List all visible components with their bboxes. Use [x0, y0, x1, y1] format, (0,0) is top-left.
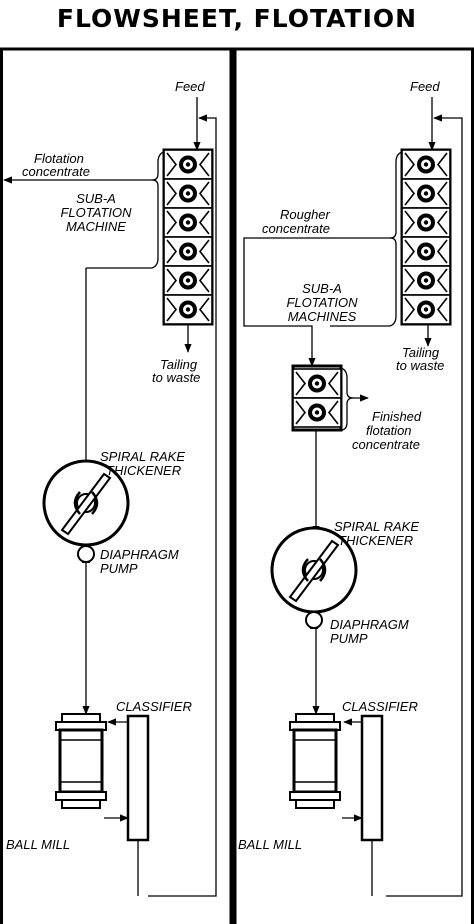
left-concentrate-label-line2: concentrate	[22, 164, 90, 179]
right-thickener	[270, 526, 358, 614]
right-machines-label-line2: FLOTATION	[286, 295, 358, 310]
right-machines-label-line1: SUB-A	[302, 281, 342, 296]
left-concentrate-label-line1: Flotation	[34, 151, 84, 166]
right-cleaner-machine	[291, 364, 343, 432]
right-tailing-label-line1: Tailing	[402, 345, 440, 360]
left-thickener-label-line2: THICKENER	[106, 463, 182, 478]
left-diaphragm-pump	[77, 545, 95, 563]
right-ball-mill	[289, 713, 341, 809]
right-finished-label-line3: concentrate	[352, 437, 420, 452]
left-pump-label-line1: DIAPHRAGM	[100, 547, 179, 562]
left-flow-lines	[3, 97, 217, 897]
right-finished-label-line1: Finished	[372, 409, 422, 424]
left-feed-label: Feed	[175, 79, 205, 94]
right-rougher-label-line1: Rougher	[280, 207, 330, 222]
right-ball-mill-label: BALL MILL	[238, 837, 303, 852]
right-tailing-label-line2: to waste	[396, 358, 445, 373]
left-thickener	[42, 459, 130, 547]
right-feed-label: Feed	[410, 79, 440, 94]
right-pump-label-line1: DIAPHRAGM	[330, 617, 409, 632]
right-rougher-label-line2: concentrate	[262, 221, 330, 236]
right-classifier	[360, 714, 384, 896]
right-diaphragm-pump	[305, 611, 323, 629]
left-flotation-machine	[162, 148, 214, 326]
left-ball-mill-label: BALL MILL	[6, 837, 71, 852]
left-classifier-label: CLASSIFIER	[116, 699, 192, 714]
right-thickener-label-line2: THICKENER	[338, 533, 414, 548]
left-pump-label-line2: PUMP	[100, 561, 138, 576]
left-tailing-label-line2: to waste	[152, 370, 201, 385]
right-machines-label-line3: MACHINES	[287, 309, 357, 324]
right-rougher-machine	[400, 148, 452, 326]
right-finished-label-line2: flotation	[366, 423, 412, 438]
right-classifier-label: CLASSIFIER	[342, 699, 418, 714]
flowsheet-title: FLOWSHEET, FLOTATION	[56, 4, 418, 33]
right-thickener-label-line1: SPIRAL RAKE	[334, 519, 420, 534]
left-ball-mill	[55, 713, 107, 809]
left-tailing-label-line1: Tailing	[160, 357, 198, 372]
left-machine-label-line3: MACHINE	[66, 219, 126, 234]
left-classifier	[126, 714, 150, 896]
left-thickener-label-line1: SPIRAL RAKE	[100, 449, 186, 464]
left-machine-label-line2: FLOTATION	[60, 205, 132, 220]
right-pump-label-line2: PUMP	[330, 631, 368, 646]
left-machine-label-line1: SUB-A	[76, 191, 116, 206]
frame	[0, 47, 474, 924]
